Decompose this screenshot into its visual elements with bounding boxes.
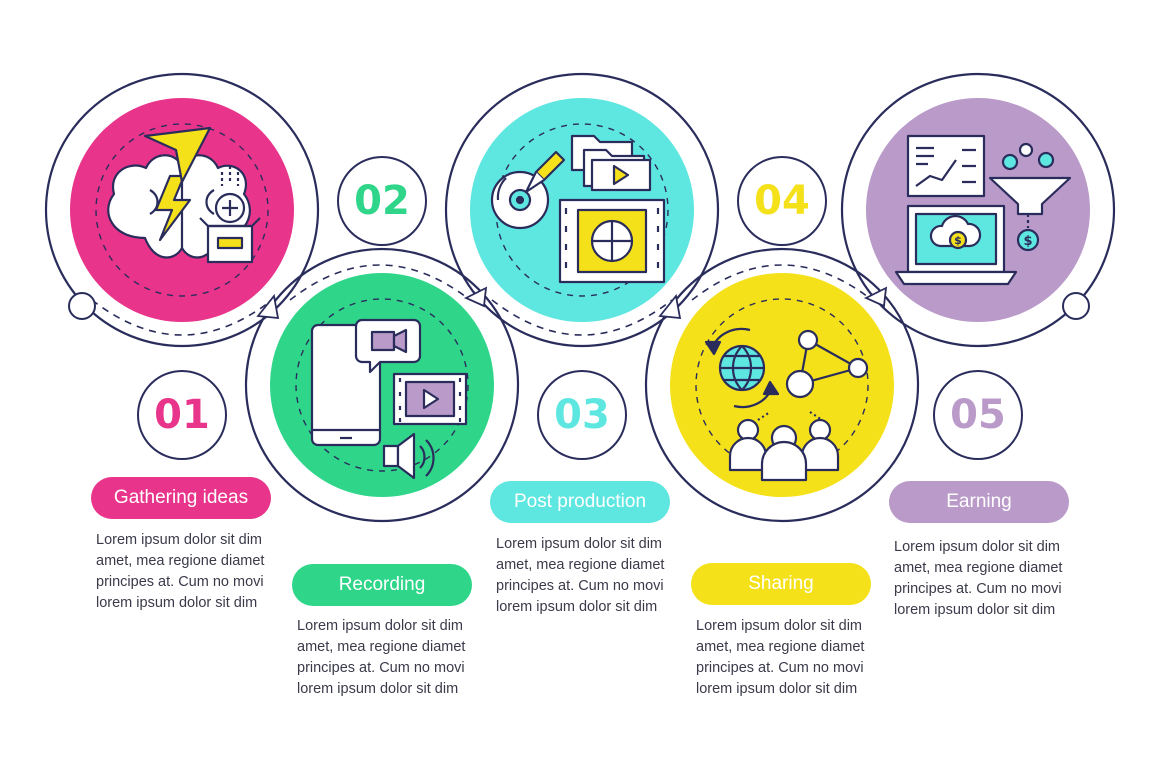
- svg-text:$: $: [1023, 234, 1032, 249]
- connector-4: [691, 264, 873, 301]
- step-number-5: 05: [933, 370, 1023, 460]
- start-node: [68, 292, 96, 320]
- arrow-head-3: [658, 293, 682, 320]
- step-title-5: Earning: [889, 481, 1069, 523]
- brain-idea-icon: [107, 126, 261, 264]
- end-node: [1062, 292, 1090, 320]
- network-sharing-icon: [704, 327, 869, 482]
- arrow-head-1: [256, 293, 280, 320]
- connector-2: [289, 264, 471, 301]
- ring-step-4: [644, 247, 920, 523]
- ring-step-5: [840, 72, 1116, 348]
- smartphone-video-icon: [310, 318, 468, 480]
- svg-text:$: $: [954, 234, 962, 247]
- arrow-head-2: [463, 286, 488, 308]
- step-number-3: 03: [537, 370, 627, 460]
- step-title-2: Recording: [292, 564, 472, 606]
- step-number-2: 02: [337, 156, 427, 246]
- disc-step-4: [670, 273, 894, 497]
- step-number-1: 01: [137, 370, 227, 460]
- step-title-3: Post production: [490, 481, 670, 523]
- step-title-4: Sharing: [691, 563, 871, 605]
- laptop-earning-icon: $ $: [894, 134, 1072, 286]
- connector-1: [91, 299, 273, 336]
- film-editing-icon: [490, 134, 666, 284]
- arrow-head-4: [863, 286, 888, 308]
- step-number-4: 04: [737, 156, 827, 246]
- connector-3: [491, 299, 673, 336]
- ring-step-1: [44, 72, 320, 348]
- step-title-1: Gathering ideas: [91, 477, 271, 519]
- ring-step-2: [244, 247, 520, 523]
- ring-step-3: [444, 72, 720, 348]
